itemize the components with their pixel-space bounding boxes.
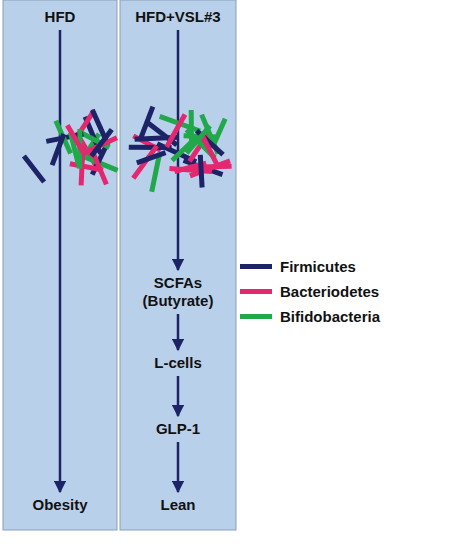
bacterium [167,114,185,146]
bacterium [67,125,85,156]
outcome-label: Lean [157,494,198,516]
node-text: Lean [160,496,195,514]
bacterium [52,134,64,165]
bacterium [137,153,166,163]
legend-text: Bifidobacteria [280,308,380,325]
legend-row: Bacteriodetes [240,283,379,300]
flow-arrow [177,376,180,416]
process-box: L-cells [151,352,205,374]
legend-swatch [240,314,272,319]
bacterium [70,164,103,170]
bacterium [92,130,112,157]
process-box: GLP-1 [153,418,203,440]
legend-row: Firmicutes [240,258,356,275]
legend-text: Bacteriodetes [280,283,379,300]
process-box: SCFAs (Butyrate) [140,272,217,312]
left-panel [3,0,117,530]
flow-arrow [177,314,180,350]
node-text: GLP-1 [156,420,200,438]
legend-swatch [240,289,272,294]
node-text: HFD [45,8,76,26]
flow-arrow [177,442,180,492]
legend-swatch [240,264,272,269]
flow-arrow [59,30,62,492]
bacterium [200,155,202,188]
bacterium [24,156,44,182]
legend-row: Bifidobacteria [240,308,380,325]
node-text: SCFAs (Butyrate) [143,274,214,310]
condition-label: HFD+VSL#3 [132,6,223,28]
condition-label: HFD [42,6,79,28]
outcome-label: Obesity [29,494,90,516]
node-text: L-cells [154,354,202,372]
node-text: HFD+VSL#3 [135,8,220,26]
bacterium [172,136,197,160]
legend-text: Firmicutes [280,258,356,275]
flow-arrow [177,30,180,270]
node-text: Obesity [32,496,87,514]
right-panel [120,0,236,530]
